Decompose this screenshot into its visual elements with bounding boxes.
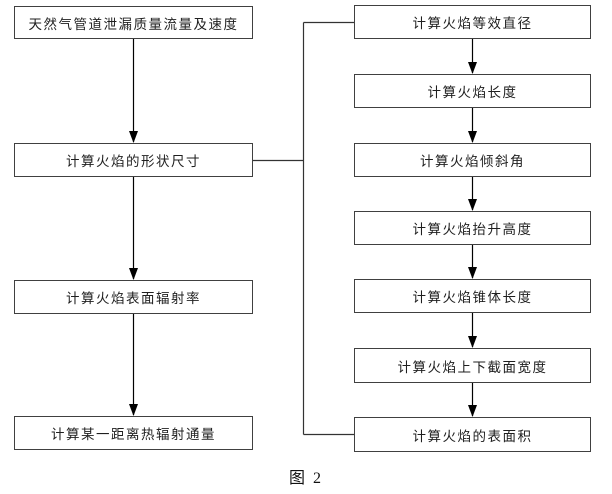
flow-node-leak-mass-flow-velocity: 天然气管道泄漏质量流量及速度 xyxy=(14,6,253,39)
flow-node-flame-cone-length: 计算火焰锥体长度 xyxy=(354,279,591,313)
flow-node-flame-length: 计算火焰长度 xyxy=(354,74,591,108)
flow-node-flame-surface-emissivity: 计算火焰表面辐射率 xyxy=(14,280,253,314)
flow-node-flame-surface-area: 计算火焰的表面积 xyxy=(354,417,591,452)
flow-node-flame-lift-height: 计算火焰抬升高度 xyxy=(354,211,591,245)
figure-caption: 图 2 xyxy=(288,470,323,487)
flow-node-heat-flux-at-distance: 计算某一距离热辐射通量 xyxy=(14,416,253,450)
branch-connector xyxy=(253,21,354,436)
flow-node-flame-section-widths: 计算火焰上下截面宽度 xyxy=(354,348,591,383)
flow-node-flame-tilt-angle: 计算火焰倾斜角 xyxy=(354,143,591,177)
flow-node-flame-shape-size: 计算火焰的形状尺寸 xyxy=(14,143,253,177)
flow-node-flame-equivalent-diameter: 计算火焰等效直径 xyxy=(354,5,591,39)
